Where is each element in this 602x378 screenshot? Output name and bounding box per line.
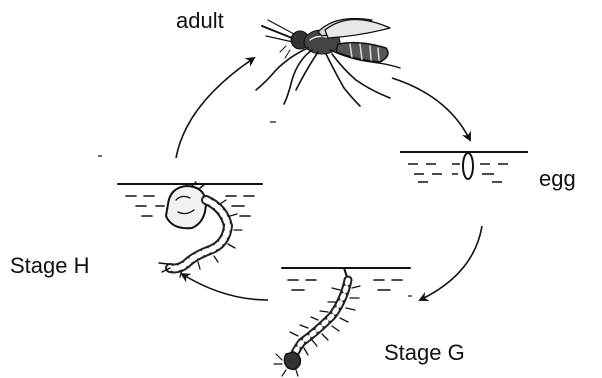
egg-drawing — [400, 152, 528, 182]
adult-mosquito-drawing — [256, 19, 400, 107]
pupa-drawing — [118, 182, 262, 277]
arrow-stage-g-to-stage-h — [182, 274, 268, 300]
stage-g-label: Stage G — [384, 342, 465, 364]
adult-label: adult — [176, 10, 224, 32]
arrow-egg-to-stage-g — [420, 226, 482, 300]
scan-specks — [98, 122, 412, 296]
arrow-stage-h-to-adult — [176, 58, 254, 158]
arrow-adult-to-egg — [392, 78, 470, 140]
stage-h-label: Stage H — [10, 255, 90, 277]
cycle-arrows — [176, 58, 482, 300]
egg-label: egg — [539, 168, 576, 190]
